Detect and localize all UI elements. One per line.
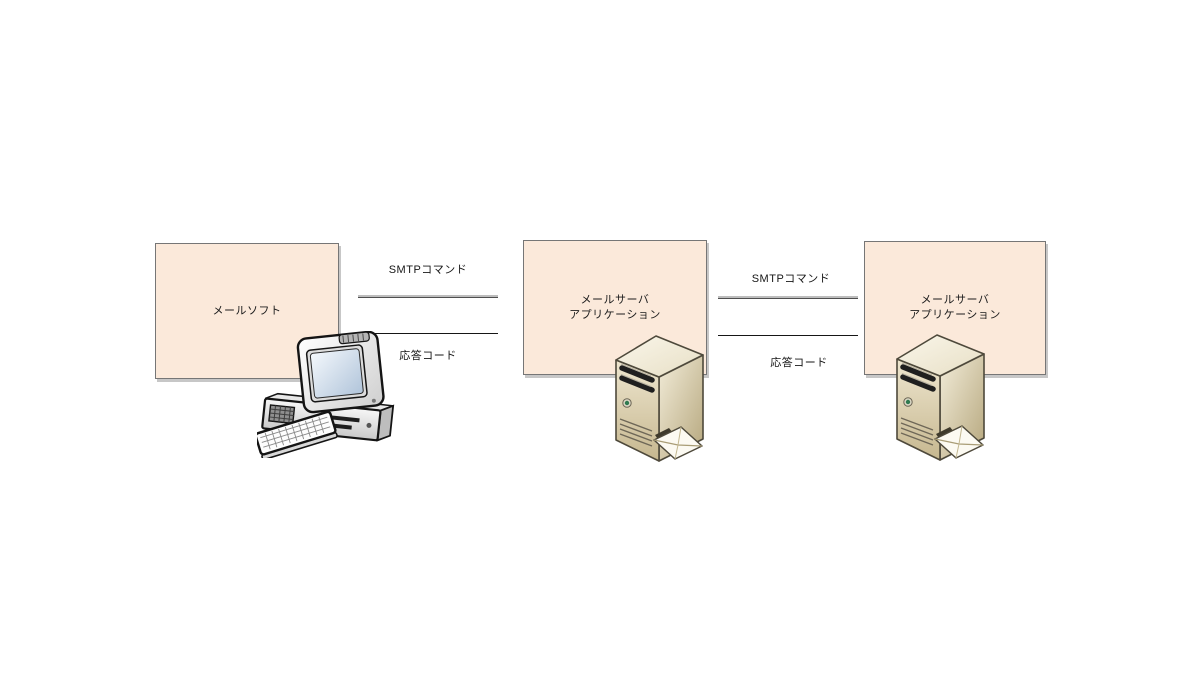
connection2-command-line (718, 296, 858, 299)
node-mail-server-2-label: メールサーバ アプリケーション (909, 293, 1001, 323)
node-mail-server-1-label: メールサーバ アプリケーション (569, 293, 661, 323)
node-mail-client: メールソフト (155, 243, 339, 379)
mail-server-icon (889, 332, 989, 462)
connection2-smtp-command-label: SMTPコマンド (751, 273, 831, 285)
node-mail-server-1-label-line2: アプリケーション (569, 308, 661, 321)
node-mail-client-label: メールソフト (212, 304, 282, 317)
node-mail-server-1-label-line1: メールサーバ (580, 293, 650, 306)
desktop-computer-icon (257, 331, 395, 458)
node-mail-server-2-label-line1: メールサーバ (920, 294, 990, 306)
node-mail-server-2-label-line2: アプリケーション (909, 309, 1001, 321)
mail-server-icon (608, 333, 708, 463)
connection1-command-line (358, 295, 498, 298)
connection2-response-code-label: 応答コード (770, 357, 828, 369)
connection1-smtp-command-label: SMTPコマンド (388, 264, 468, 276)
connection1-response-code-label: 応答コード (399, 350, 457, 362)
connection2-response-line (718, 335, 858, 336)
connection1-response-line (358, 333, 498, 334)
